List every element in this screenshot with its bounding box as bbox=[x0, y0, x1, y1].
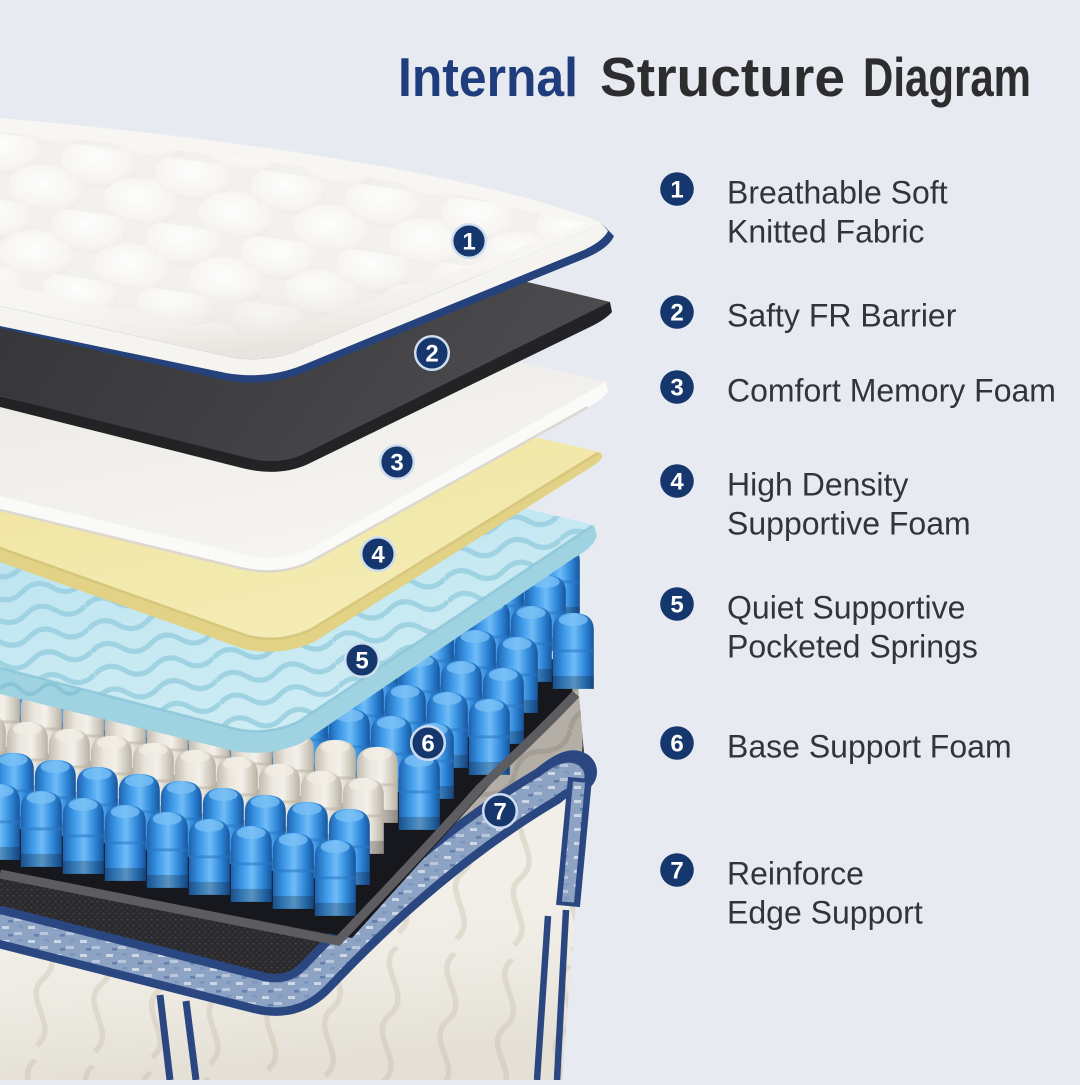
svg-text:Supportive Foam: Supportive Foam bbox=[727, 505, 971, 541]
svg-text:2: 2 bbox=[670, 300, 683, 327]
svg-text:Pocketed Springs: Pocketed Springs bbox=[727, 628, 978, 664]
svg-text:Knitted Fabric: Knitted Fabric bbox=[727, 213, 924, 249]
svg-text:Reinforce: Reinforce bbox=[727, 856, 864, 892]
svg-text:Quiet Supportive: Quiet Supportive bbox=[727, 590, 965, 626]
svg-text:High Density: High Density bbox=[727, 467, 908, 503]
svg-text:Diagram: Diagram bbox=[863, 46, 1031, 108]
svg-text:Edge Support: Edge Support bbox=[727, 894, 923, 930]
svg-text:7: 7 bbox=[493, 799, 506, 826]
svg-text:6: 6 bbox=[670, 731, 683, 758]
svg-text:Structure: Structure bbox=[600, 46, 845, 108]
svg-text:3: 3 bbox=[670, 375, 683, 402]
svg-text:1: 1 bbox=[462, 229, 475, 256]
svg-text:7: 7 bbox=[670, 858, 683, 885]
svg-text:4: 4 bbox=[371, 542, 385, 569]
svg-text:Base Support Foam: Base Support Foam bbox=[727, 729, 1012, 765]
svg-text:Breathable Soft: Breathable Soft bbox=[727, 175, 948, 211]
svg-text:Internal: Internal bbox=[398, 46, 578, 108]
svg-text:5: 5 bbox=[355, 648, 368, 675]
svg-text:3: 3 bbox=[390, 450, 403, 477]
svg-text:4: 4 bbox=[670, 469, 684, 496]
svg-text:6: 6 bbox=[421, 731, 434, 758]
svg-text:1: 1 bbox=[670, 177, 683, 204]
svg-text:Comfort Memory Foam: Comfort Memory Foam bbox=[727, 373, 1056, 409]
svg-text:2: 2 bbox=[425, 341, 438, 368]
svg-text:Safty FR Barrier: Safty FR Barrier bbox=[727, 298, 957, 334]
svg-text:5: 5 bbox=[670, 592, 683, 619]
